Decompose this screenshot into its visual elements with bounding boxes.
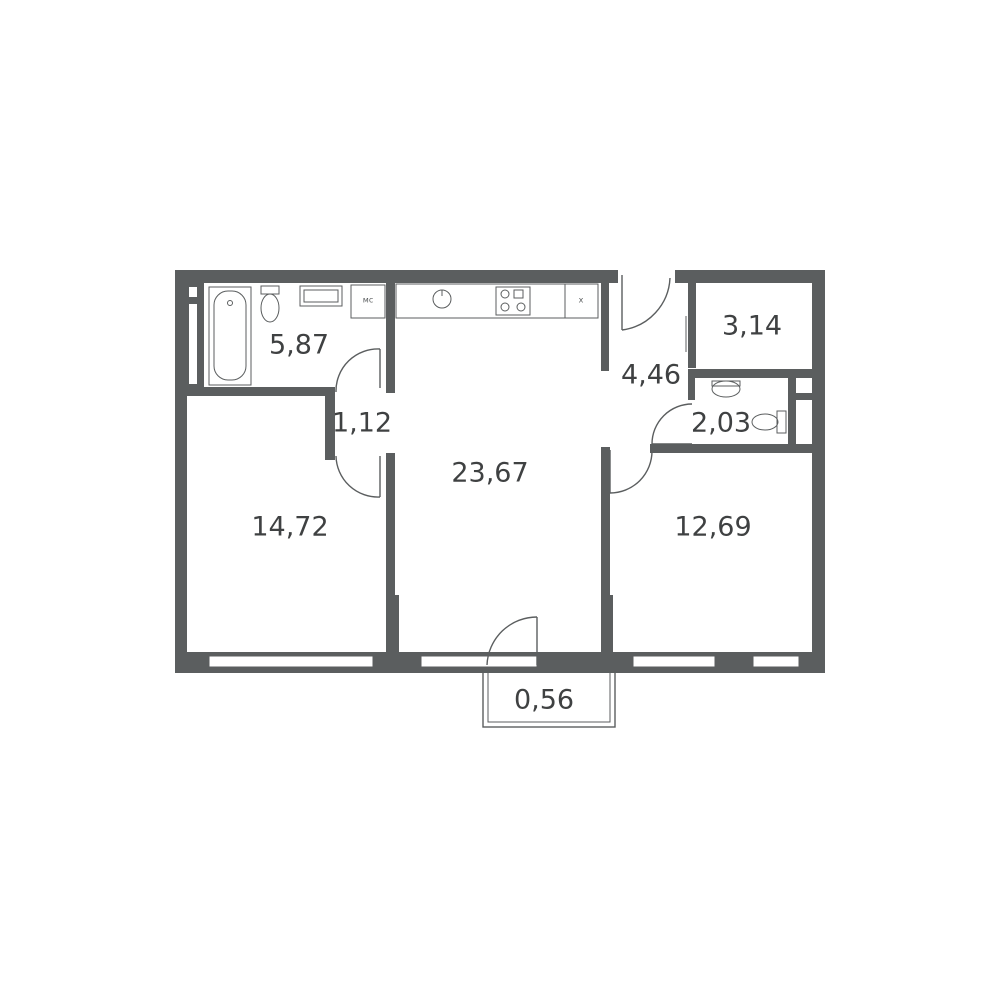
- bathtub: [208, 286, 252, 386]
- doors: [335, 275, 693, 666]
- room-area-bedroom-left: 14,72: [251, 512, 328, 543]
- room-area-bedroom-right: 12,69: [674, 512, 751, 543]
- room-area-balcony: 0,56: [514, 685, 574, 716]
- left-shaft: [186, 283, 204, 387]
- toilet-bathroom: [260, 285, 280, 323]
- kitchen-counter: х: [395, 283, 599, 319]
- room-area-corridor: 1,12: [332, 408, 392, 439]
- room-area-bathroom: 5,87: [269, 330, 329, 361]
- room-area-hall: 4,46: [621, 360, 681, 391]
- fridge-label: х: [579, 296, 584, 305]
- washer-label: мс: [363, 296, 373, 305]
- washer: мс: [350, 284, 386, 319]
- balcony: [482, 671, 616, 728]
- room-area-wc: 2,03: [691, 408, 751, 439]
- interior-walls: [175, 283, 825, 658]
- wc-fixtures: [711, 380, 787, 434]
- sink-bathroom: [299, 285, 343, 307]
- room-area-storage: 3,14: [722, 311, 782, 342]
- room-area-living-kitchen: 23,67: [451, 458, 528, 489]
- windows: [208, 655, 800, 668]
